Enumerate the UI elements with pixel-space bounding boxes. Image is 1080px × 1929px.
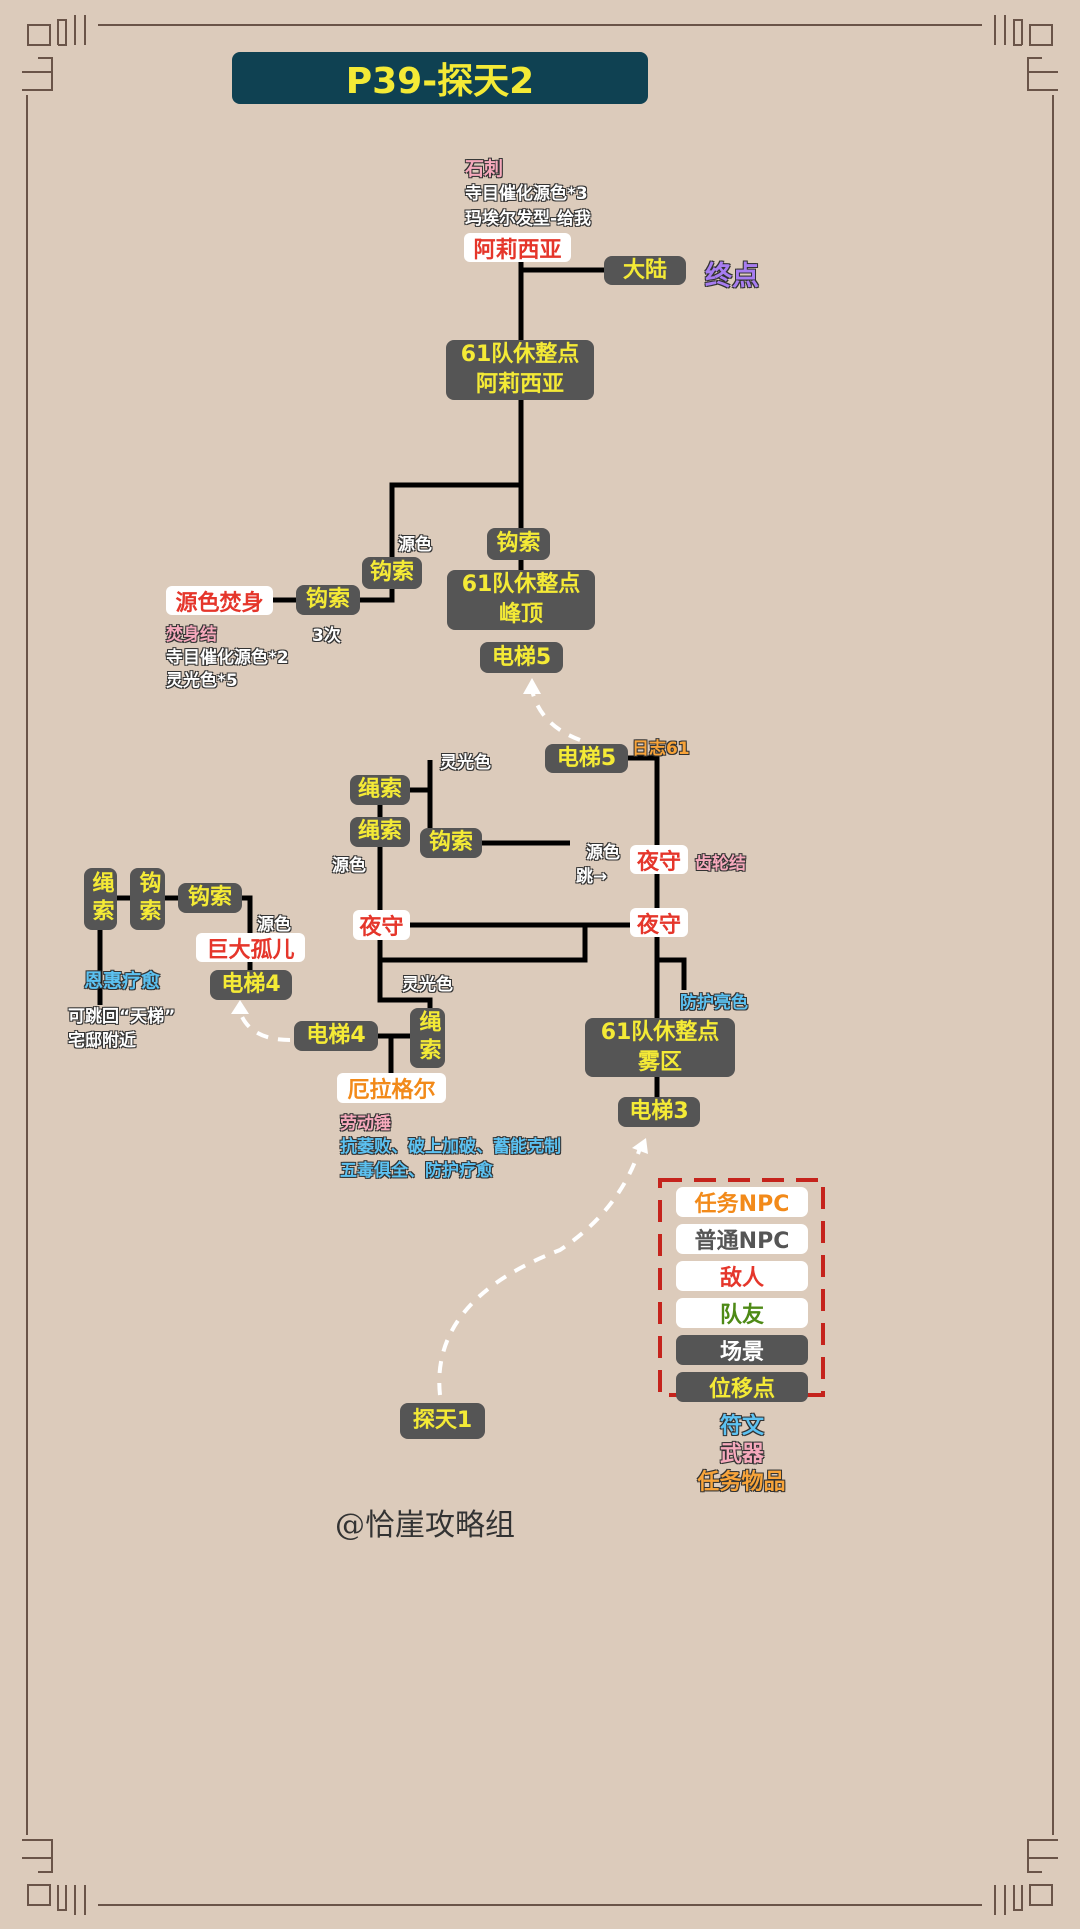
legend-task-item: 任务物品 [697,1470,786,1495]
elevator-5[interactable]: 电梯5 [545,744,628,773]
rune-label: 恩惠疗愈 [84,970,161,992]
hook-node[interactable]: 钩索 [130,868,165,930]
rope-node[interactable]: 绳索 [84,868,117,930]
rope-node[interactable]: 绳索 [350,817,410,847]
legend-enemy: 敌人 [676,1261,808,1291]
jump-label: 跳→ [576,867,608,887]
elevator-4[interactable]: 电梯4 [294,1021,378,1051]
frame-border [22,15,1058,1915]
hook-node[interactable]: 钩索 [362,557,422,589]
page-title: P39-探天2 [232,52,648,104]
enemy-nightwatch[interactable]: 夜守 [630,908,688,938]
weapon-label: 劳动锤 [340,1114,391,1134]
rest-point-alicia[interactable]: 61队休整点 阿莉西亚 [446,340,594,400]
elevator-5-top[interactable]: 电梯5 [480,642,563,673]
weapon-label: 齿轮结 [695,854,746,874]
legend-task-npc: 任务NPC [676,1187,808,1217]
rest-point-peak[interactable]: 61队休整点 峰顶 [447,570,595,630]
aura-label: 灵光色 [440,753,491,773]
scene-mainland[interactable]: 大陆 [604,256,686,285]
enemy-nightwatch[interactable]: 夜守 [630,845,688,875]
footer-credit: @恰崖攻略组 [335,1508,515,1543]
label-source-color: 源色 [586,843,620,863]
legend-ally: 队友 [676,1298,808,1328]
elevator-3[interactable]: 电梯3 [618,1097,700,1127]
aura-label: 灵光色 [402,975,453,995]
hook-node[interactable]: 钩索 [178,883,242,913]
note: 灵光色*5 [166,671,238,691]
enemy-alicia[interactable]: 阿莉西亚 [464,233,571,263]
weapon-shici: 石刺 [465,158,504,180]
elevator-4[interactable]: 电梯4 [210,970,292,1000]
note: 寺目催化源色*2 [166,648,289,668]
hook-node[interactable]: 钩索 [487,528,550,560]
note: 宅邸附近 [68,1031,136,1051]
label-source-color: 源色 [257,915,291,935]
rune-label: 五毒俱全、防护疗愈 [340,1161,493,1181]
legend-teleport: 位移点 [676,1372,808,1402]
log-label: 日志61 [632,739,690,759]
hook-node[interactable]: 钩索 [420,828,482,858]
times-label: 3次 [312,626,341,646]
legend-weapon: 武器 [719,1442,764,1467]
note: 可跳回“天梯” [68,1007,176,1027]
rope-node[interactable]: 绳索 [350,775,410,805]
rune-label: 防护亮色 [680,993,748,1013]
legend-scene: 场景 [676,1335,808,1365]
hook-node[interactable]: 钩索 [296,585,360,615]
enemy-giant-orphan[interactable]: 巨大孤儿 [196,933,305,963]
enemy-source-burn[interactable]: 源色焚身 [166,586,273,616]
rest-point-fog[interactable]: 61队休整点 雾区 [585,1018,735,1077]
note: 玛埃尔发型-给我 [465,209,592,229]
legend-normal-npc: 普通NPC [676,1224,808,1254]
weapon-label: 焚身结 [166,625,217,645]
end-label: 终点 [705,261,759,292]
start-tantian1[interactable]: 探天1 [400,1403,485,1439]
rope-node[interactable]: 绳索 [410,1008,445,1068]
label-source-color: 源色 [398,535,432,555]
label-source-color: 源色 [332,856,366,876]
note: 寺目催化源色*3 [465,184,588,204]
rune-label: 抗萎败、破上加破、蓄能克制 [340,1137,561,1157]
legend-rune: 符文 [719,1414,764,1439]
npc-elager[interactable]: 厄拉格尔 [337,1073,446,1103]
enemy-nightwatch[interactable]: 夜守 [353,910,410,940]
